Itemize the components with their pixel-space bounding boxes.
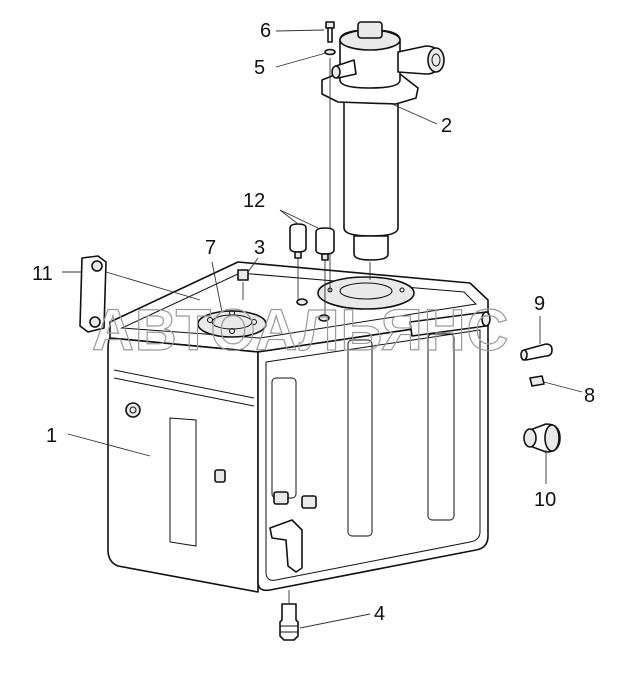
small-plug [529,375,545,387]
drain-nipple [279,590,299,641]
leader-lines [62,29,583,629]
level-gauge-plate [197,310,267,338]
filler-flange [317,276,415,310]
mounting-bracket [79,255,107,333]
filter-bolt [325,21,335,43]
caps [289,223,335,316]
union-fitting [523,423,561,453]
callout-4: 4 [374,603,385,625]
callout-7: 7 [205,237,216,259]
plug [237,269,249,300]
callout-10: 10 [534,489,556,511]
callout-2: 2 [441,115,452,137]
return-filter [321,21,445,261]
lid-boss [296,298,308,306]
callout-9: 9 [534,293,545,315]
callout-6: 6 [260,20,271,42]
callout-1: 1 [46,425,57,447]
callout-8: 8 [584,385,595,407]
washer [324,48,336,56]
callout-3: 3 [254,237,265,259]
lid-boss [318,314,330,322]
lid-nipple [409,311,491,337]
drain-fittings [269,491,317,573]
callout-12: 12 [243,190,265,212]
callout-11: 11 [32,263,53,285]
callout-5: 5 [254,57,265,79]
elbow-fitting [520,343,553,361]
watermark-text: АВТОАЛЬЯНС [92,298,509,363]
